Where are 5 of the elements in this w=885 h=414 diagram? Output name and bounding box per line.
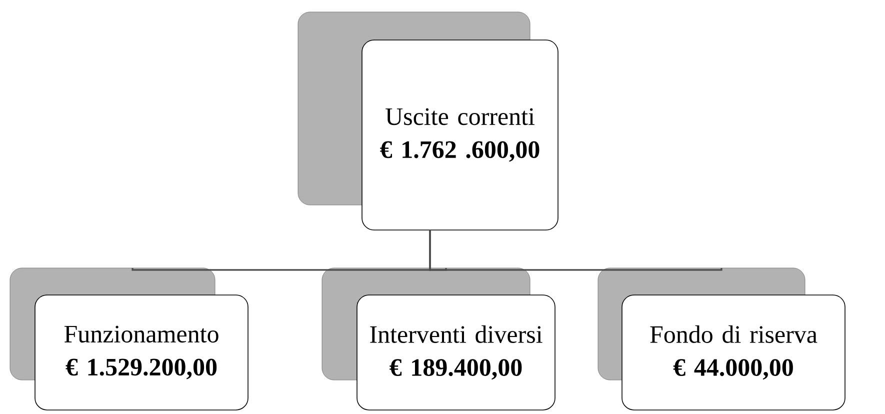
card: Fondo di riserva € 44.000,00: [598, 268, 846, 410]
connector: [429, 230, 722, 271]
card: Funzionamento € 1.529.200,00: [10, 268, 248, 410]
card: Interventi diversi € 189.400,00: [322, 268, 556, 410]
card: Uscite correnti € 1.762 .600,00: [298, 12, 558, 230]
